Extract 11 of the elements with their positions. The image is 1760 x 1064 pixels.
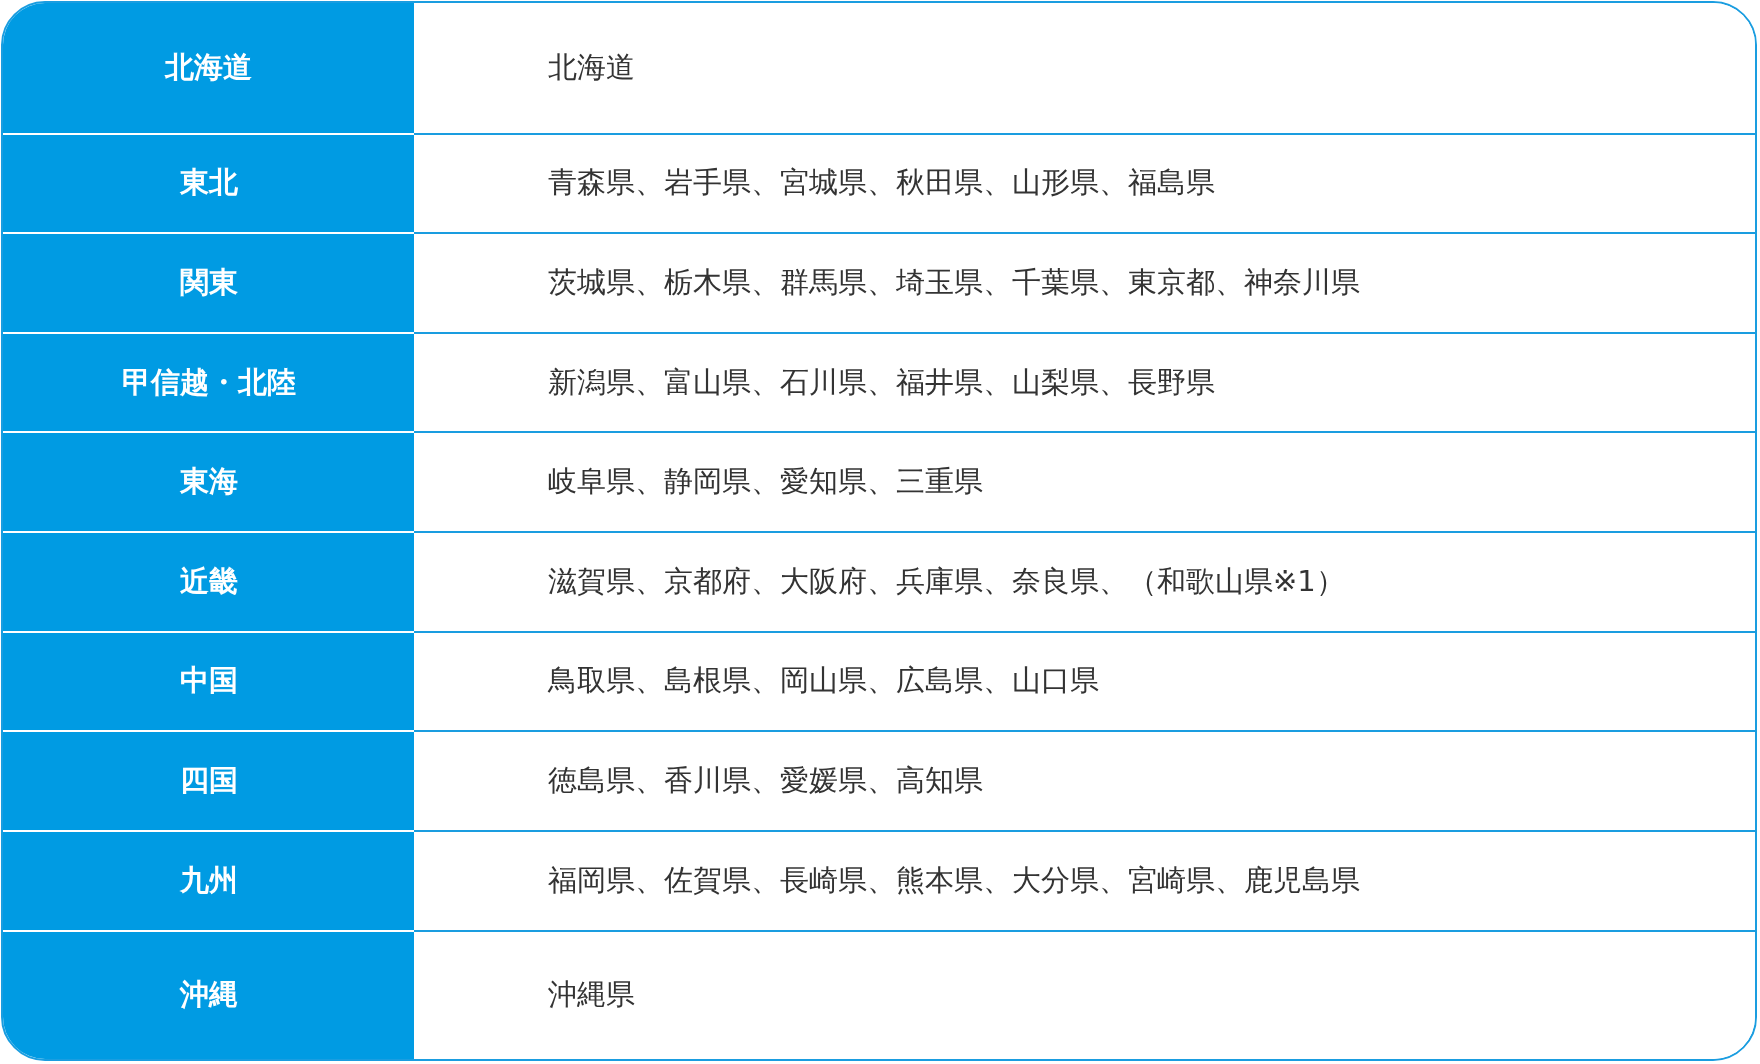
region-name-cell: 沖縄 bbox=[3, 929, 414, 1059]
region-name-cell: 九州 bbox=[3, 829, 414, 930]
prefecture-list-cell: 沖縄県 bbox=[414, 929, 1755, 1059]
region-name-cell: 四国 bbox=[3, 730, 414, 830]
region-name-cell: 中国 bbox=[3, 630, 414, 731]
region-name-cell: 関東 bbox=[3, 232, 414, 332]
region-name-cell: 東海 bbox=[3, 431, 414, 531]
region-name-cell: 東北 bbox=[3, 132, 414, 233]
region-name-cell: 甲信越・北陸 bbox=[3, 331, 414, 432]
region-name-cell: 近畿 bbox=[3, 531, 414, 631]
region-name-cell: 北海道 bbox=[3, 3, 414, 133]
